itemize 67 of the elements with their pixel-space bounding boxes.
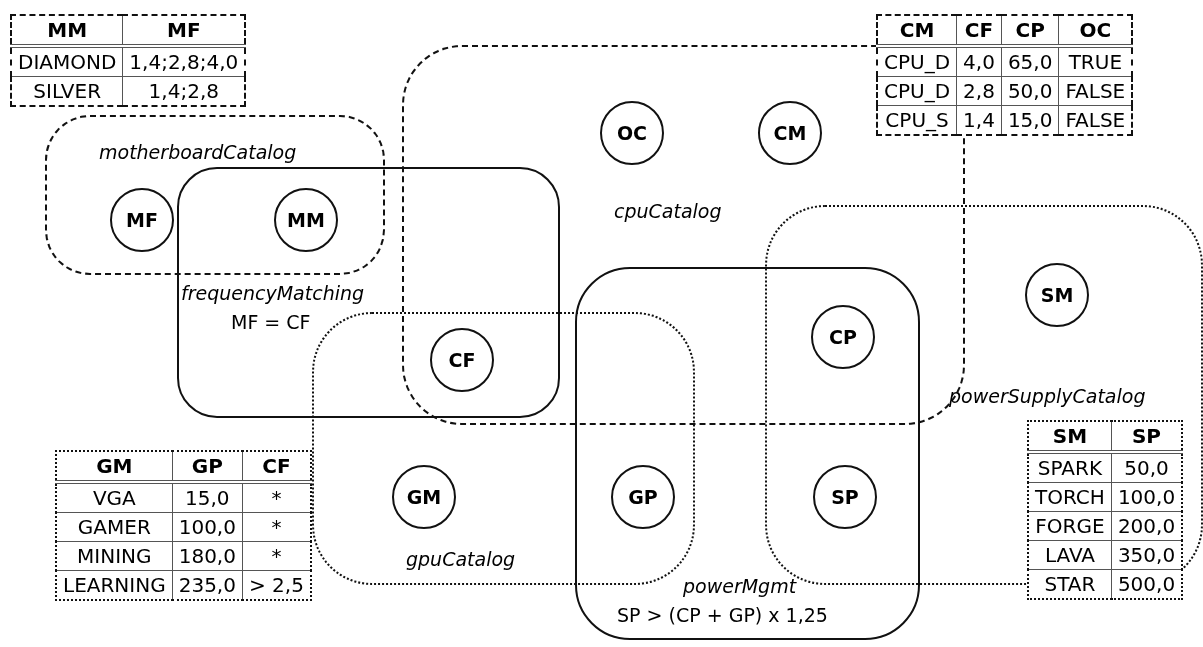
table-cell: 50,0 xyxy=(1001,76,1059,106)
table-cell: LEARNING xyxy=(56,570,173,600)
table-cell: 100,0 xyxy=(1111,482,1183,512)
table-cell: VGA xyxy=(56,482,173,513)
table-cell: MINING xyxy=(56,541,173,571)
table-cell: 100,0 xyxy=(172,512,243,542)
table-cell: CPU_D xyxy=(877,76,957,106)
table-cell: FALSE xyxy=(1058,105,1133,135)
header-cell: SM xyxy=(1028,421,1112,452)
header-cell: CF xyxy=(242,451,311,482)
table-cell: STAR xyxy=(1028,569,1112,599)
header-cell: SP xyxy=(1111,421,1183,452)
header-cell: CM xyxy=(877,15,957,46)
region-label: powerSupplyCatalog xyxy=(949,385,1146,407)
variable-circle: GM xyxy=(392,465,456,529)
variable-circle: MM xyxy=(274,188,338,252)
table-cell: > 2,5 xyxy=(242,570,311,600)
table-cell: 65,0 xyxy=(1001,46,1059,77)
table-cell: GAMER xyxy=(56,512,173,542)
table-cell: 235,0 xyxy=(172,570,243,600)
table-cell: 1,4 xyxy=(956,105,1002,135)
variable-circle: GP xyxy=(611,465,675,529)
variable-circle: CP xyxy=(811,305,875,369)
variable-circle: CM xyxy=(758,101,822,165)
header-cell: CP xyxy=(1001,15,1059,46)
header-cell: MM xyxy=(11,15,123,46)
table-cell: 15,0 xyxy=(1001,105,1059,135)
table-cell: * xyxy=(242,482,311,513)
constraint-formula: SP > (CP + GP) x 1,25 xyxy=(617,604,828,626)
table-cell: 1,4;2,8;4,0 xyxy=(122,46,246,77)
region-label: gpuCatalog xyxy=(406,548,516,570)
table-cell: CPU_S xyxy=(877,105,957,135)
variable-circle: CF xyxy=(430,328,494,392)
table-cell: FALSE xyxy=(1058,76,1133,106)
header-cell: OC xyxy=(1058,15,1133,46)
table-cell: 500,0 xyxy=(1111,569,1183,599)
header-cell: GP xyxy=(172,451,243,482)
table-cell: SILVER xyxy=(11,76,123,106)
table-cell: 2,8 xyxy=(956,76,1002,106)
table-cell: 1,4;2,8 xyxy=(122,76,246,106)
header-cell: CF xyxy=(956,15,1002,46)
variable-circle: SM xyxy=(1025,263,1089,327)
table-cell: SPARK xyxy=(1028,452,1112,483)
header-cell: MF xyxy=(122,15,246,46)
variable-circle: MF xyxy=(110,188,174,252)
table-cell: FORGE xyxy=(1028,511,1112,541)
table-cell: TORCH xyxy=(1028,482,1112,512)
variable-circle: SP xyxy=(813,465,877,529)
table-cell: * xyxy=(242,541,311,571)
region-label: motherboardCatalog xyxy=(99,141,297,163)
constraint-formula: MF = CF xyxy=(231,311,311,333)
table-cell: 350,0 xyxy=(1111,540,1183,570)
table-cell: LAVA xyxy=(1028,540,1112,570)
variable-circle: OC xyxy=(600,101,664,165)
region-label: cpuCatalog xyxy=(614,200,722,222)
table-cell: 200,0 xyxy=(1111,511,1183,541)
header-cell: GM xyxy=(56,451,173,482)
table-cell: * xyxy=(242,512,311,542)
table-cell: 15,0 xyxy=(172,482,243,513)
table-cell: TRUE xyxy=(1058,46,1133,77)
table-cell: 4,0 xyxy=(956,46,1002,77)
table-cell: 50,0 xyxy=(1111,452,1183,483)
table-cell: CPU_D xyxy=(877,46,957,77)
region-label: frequencyMatching xyxy=(181,282,365,304)
region-label: powerMgmt xyxy=(683,575,797,597)
table-cell: 180,0 xyxy=(172,541,243,571)
table-cell: DIAMOND xyxy=(11,46,123,77)
